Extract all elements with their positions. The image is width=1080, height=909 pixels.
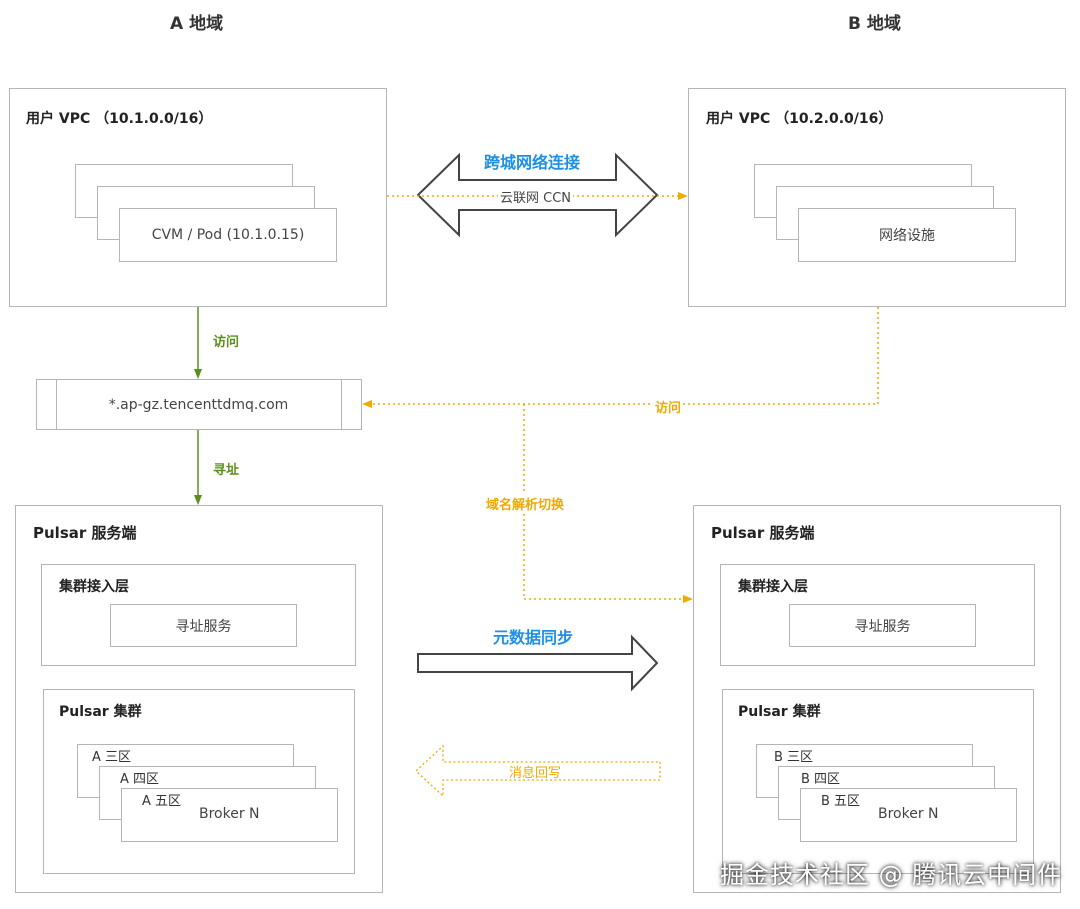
zone-a3-label: A 三区 (92, 750, 132, 765)
watermark: 掘金技术社区 @ 腾讯云中间件 (720, 861, 1063, 889)
domain-box: *.ap-gz.tencenttdmq.com (36, 379, 362, 430)
metadata-sync-arrow (417, 634, 659, 692)
zone-b4-label: B 四区 (801, 772, 841, 787)
cvm-pod-label: CVM / Pod (10.1.0.15) (151, 227, 305, 243)
visit-b-label: 访问 (653, 397, 684, 416)
dns-switch-dotted-line (523, 404, 684, 600)
addressing-arrowhead (194, 495, 202, 505)
broker-a-label: Broker N (199, 806, 260, 822)
pulsar-b-addressing-service-label: 寻址服务 (854, 618, 911, 635)
pulsar-b-cluster-title: Pulsar 集群 (738, 704, 821, 720)
vpc-a-title: 用户 VPC （10.1.0.0/16） (26, 111, 213, 127)
message-writeback-label: 消息回写 (509, 766, 562, 781)
pulsar-b-addressing-service: 寻址服务 (789, 604, 976, 647)
dns-switch-label: 域名解析切换 (484, 494, 567, 513)
domain-label: *.ap-gz.tencenttdmq.com (108, 396, 289, 413)
vpc-b-title: 用户 VPC （10.2.0.0/16） (706, 111, 893, 127)
domain-box-left-divider (56, 380, 57, 429)
pulsar-a-title: Pulsar 服务端 (33, 524, 137, 542)
pulsar-a-cluster-title: Pulsar 集群 (59, 704, 142, 720)
dns-switch-arrowhead (683, 595, 693, 603)
broker-b-label: Broker N (878, 806, 939, 822)
visit-a-label: 访问 (213, 335, 240, 350)
network-facility-node: 网络设施 (798, 208, 1016, 262)
ccn-label: 云联网 CCN (498, 187, 574, 206)
network-facility-label: 网络设施 (879, 228, 935, 244)
cvm-pod-node: CVM / Pod (10.1.0.15) (119, 208, 337, 262)
pulsar-b-access-layer-title: 集群接入层 (738, 579, 808, 595)
pulsar-b-title: Pulsar 服务端 (711, 524, 815, 542)
domain-box-right-divider (341, 380, 342, 429)
region-a-title: A 地域 (170, 14, 224, 34)
ccn-title: 跨城网络连接 (484, 153, 581, 172)
pulsar-a-addressing-service-label: 寻址服务 (175, 618, 232, 635)
zone-b5: B 五区 Broker N (800, 788, 1017, 842)
pulsar-a-addressing-service: 寻址服务 (110, 604, 297, 647)
visit-b-arrowhead (362, 400, 372, 408)
visit-b-dotted-line (371, 307, 879, 405)
metadata-sync-label: 元数据同步 (493, 628, 574, 647)
zone-b5-label: B 五区 (821, 794, 861, 809)
message-writeback-arrow (415, 744, 661, 798)
visit-a-arrowhead (194, 369, 202, 379)
region-b-title: B 地域 (848, 14, 901, 34)
zone-a5: A 五区 Broker N (121, 788, 338, 842)
zone-a5-label: A 五区 (142, 794, 182, 809)
ccn-dotted-arrowhead (678, 192, 688, 200)
zone-a4-label: A 四区 (120, 772, 160, 787)
pulsar-a-access-layer-title: 集群接入层 (59, 579, 129, 595)
addressing-label: 寻址 (213, 463, 240, 478)
zone-b3-label: B 三区 (774, 750, 814, 765)
